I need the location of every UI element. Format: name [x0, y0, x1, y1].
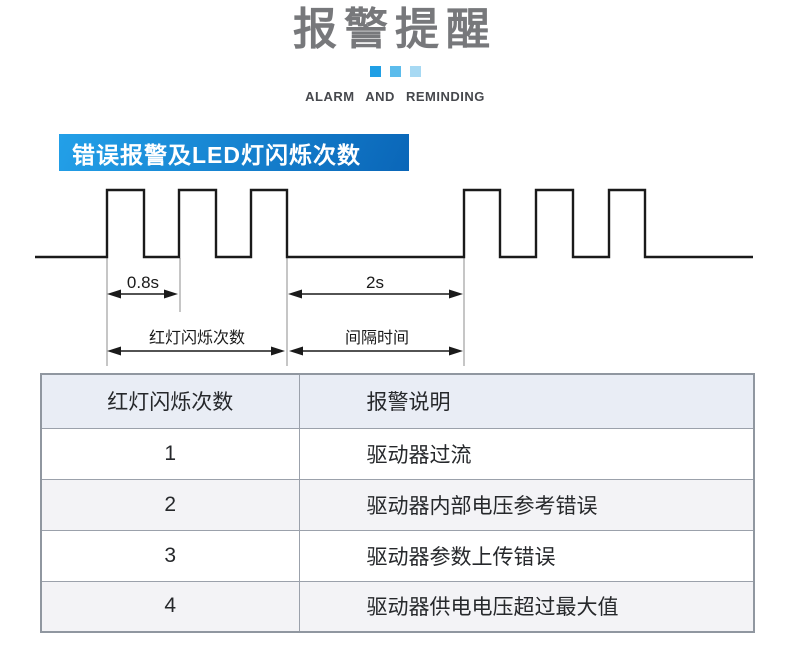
table-header-row: 红灯闪烁次数 报警说明: [40, 373, 755, 429]
svg-text:0.8s: 0.8s: [127, 273, 159, 292]
section-banner: 错误报警及LED灯闪烁次数: [59, 134, 409, 171]
alarm-desc-cell: 驱动器过流: [298, 427, 755, 480]
table-row: 1 驱动器过流: [40, 427, 755, 480]
flash-count-cell: 2: [40, 478, 300, 531]
alarm-desc-cell: 驱动器内部电压参考错误: [298, 478, 755, 531]
column-header-flash-count: 红灯闪烁次数: [40, 373, 300, 429]
svg-text:2s: 2s: [366, 273, 384, 292]
flash-count-cell: 3: [40, 529, 300, 582]
svg-text:间隔时间: 间隔时间: [345, 329, 409, 347]
table-row: 4 驱动器供电电压超过最大值: [40, 580, 755, 633]
alarm-table: 红灯闪烁次数 报警说明 1 驱动器过流 2 驱动器内部电压参考错误 3 驱动器参…: [40, 373, 755, 633]
accent-square-icon: [369, 66, 381, 77]
table-row: 3 驱动器参数上传错误: [40, 529, 755, 582]
accent-square-icon: [409, 66, 421, 77]
alarm-desc-cell: 驱动器供电电压超过最大值: [298, 580, 755, 633]
table-row: 2 驱动器内部电压参考错误: [40, 478, 755, 531]
alarm-desc-cell: 驱动器参数上传错误: [298, 529, 755, 582]
page-title: 报警提醒: [293, 5, 497, 54]
column-header-alarm-desc: 报警说明: [298, 373, 755, 429]
svg-text:红灯闪烁次数: 红灯闪烁次数: [149, 329, 245, 347]
flash-count-cell: 4: [40, 580, 300, 633]
flash-count-cell: 1: [40, 427, 300, 480]
page-subtitle: ALARM AND REMINDING: [305, 89, 485, 104]
accent-squares: [0, 66, 790, 77]
accent-square-icon: [389, 66, 401, 77]
